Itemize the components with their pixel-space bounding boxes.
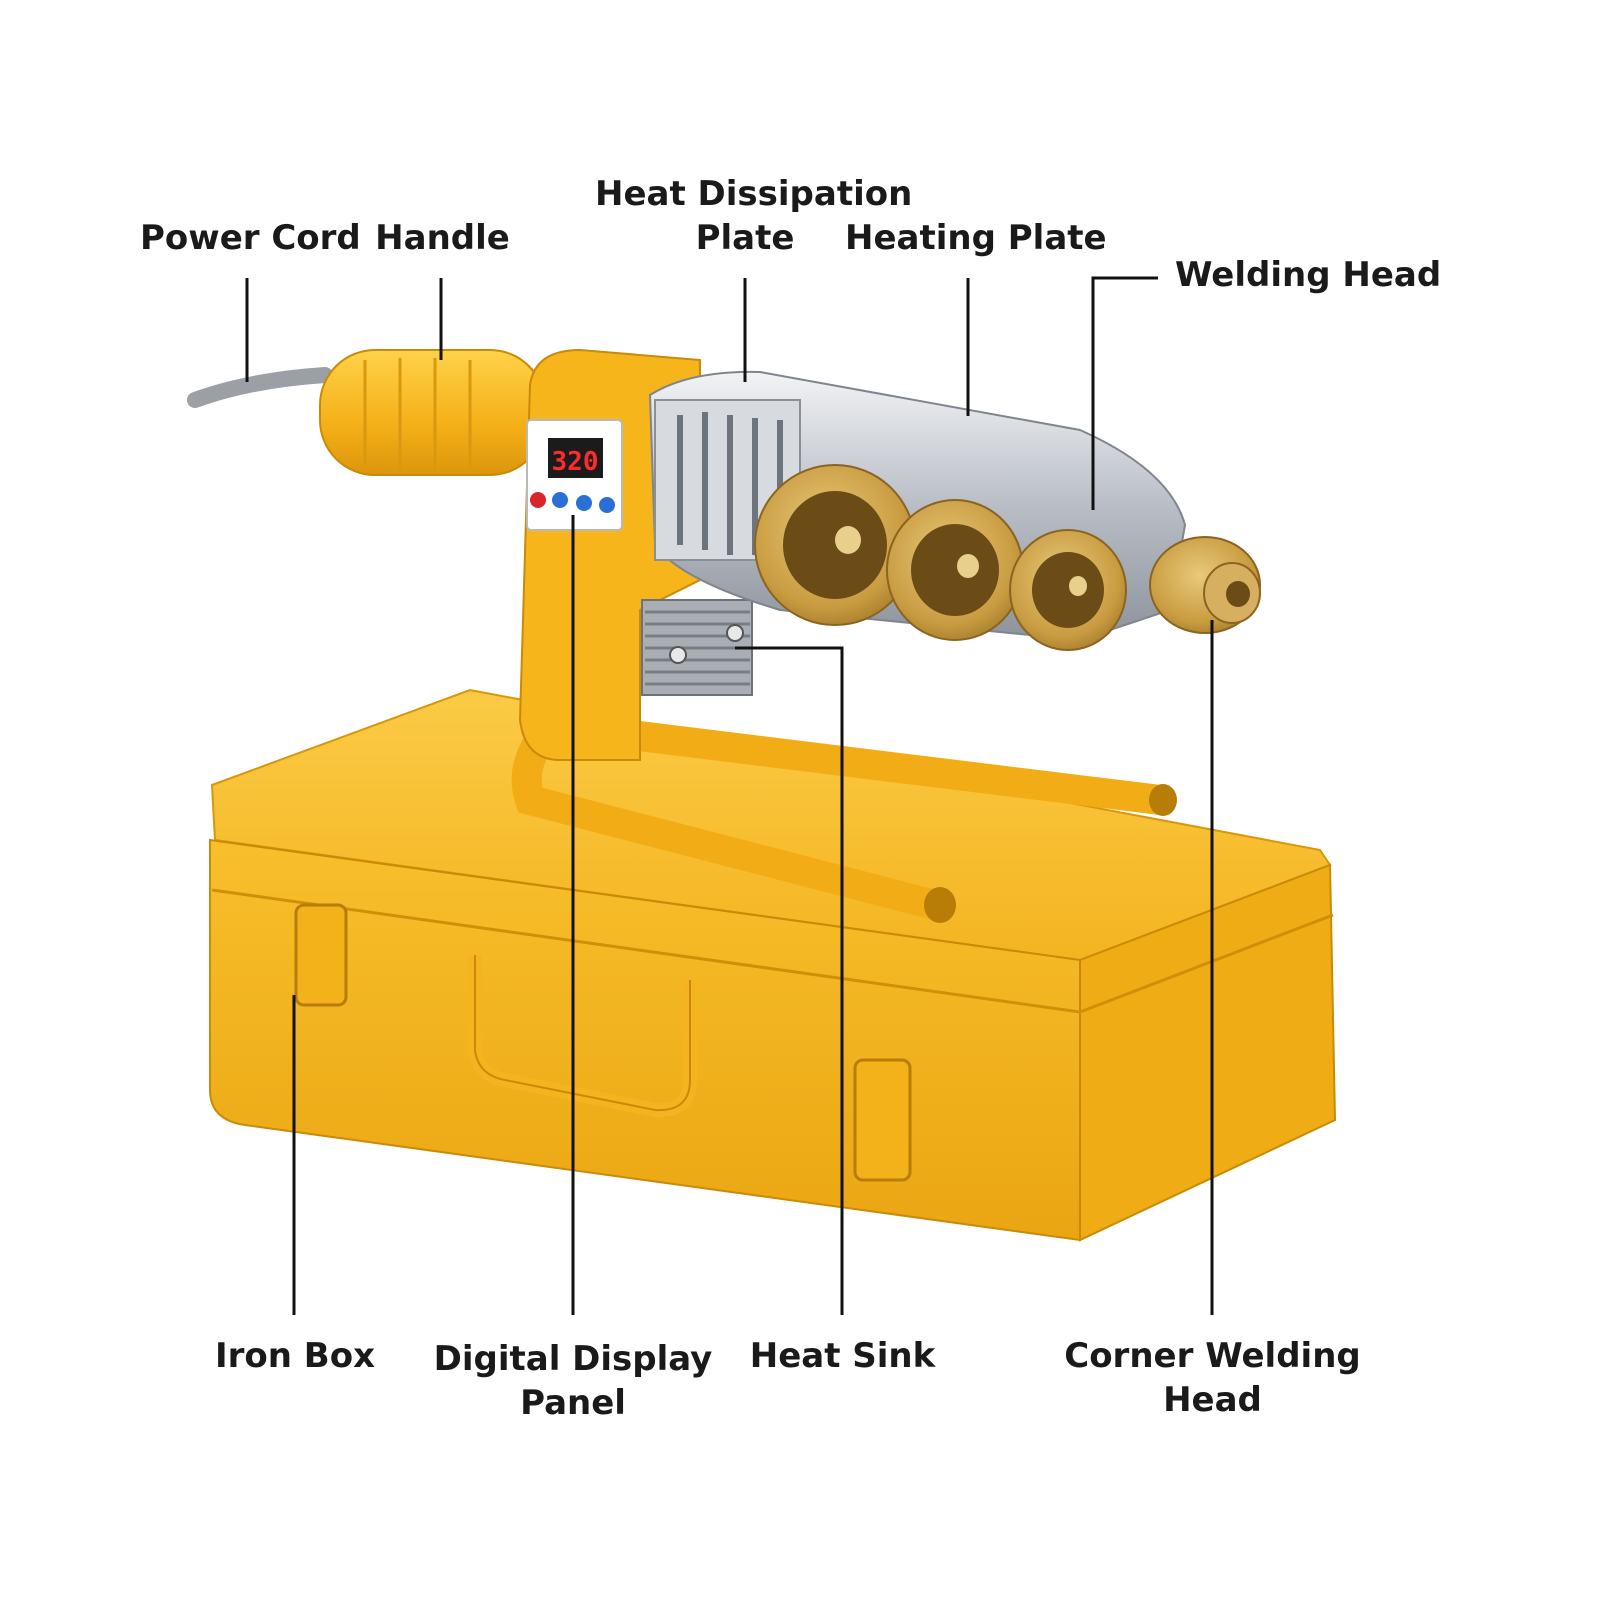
label-heat-dissipation-plate-line1: Heat Dissipation bbox=[595, 174, 913, 214]
label-corner-welding-head-line2: Head bbox=[1163, 1380, 1262, 1420]
label-iron-box: Iron Box bbox=[214, 1336, 376, 1376]
right-latch bbox=[853, 1058, 912, 1182]
power-button bbox=[530, 492, 546, 508]
welding-heads bbox=[754, 464, 1261, 651]
label-corner-welding-head-line1: Corner Welding bbox=[1064, 1336, 1361, 1376]
label-heat-sink: Heat Sink bbox=[749, 1336, 936, 1376]
welding-head-small bbox=[1009, 529, 1127, 651]
set-button bbox=[552, 492, 568, 508]
label-heat-dissipation-plate-line2: Plate bbox=[695, 218, 795, 258]
label-heat-dissipation-plate: Heat Dissipation Plate bbox=[595, 172, 913, 260]
label-corner-welding-head: Corner Welding Head bbox=[1060, 1334, 1365, 1422]
welding-head-medium bbox=[886, 499, 1024, 641]
leader-lines bbox=[245, 276, 1214, 1315]
display-reading: 320 bbox=[552, 447, 599, 477]
label-welding-head: Welding Head bbox=[1175, 255, 1442, 295]
label-power-cord: Power Cord bbox=[140, 218, 361, 258]
label-heating-plate: Heating Plate bbox=[845, 218, 1107, 258]
label-digital-display-panel: Digital Display Panel bbox=[428, 1337, 718, 1425]
control-body: 320 bbox=[518, 348, 753, 761]
heat-sink bbox=[641, 599, 753, 696]
up-button bbox=[576, 495, 592, 511]
power-cord bbox=[187, 367, 333, 408]
left-latch bbox=[294, 903, 348, 1007]
display-screen bbox=[548, 438, 603, 478]
down-button bbox=[599, 497, 615, 513]
welding-head-large bbox=[754, 464, 916, 626]
iron-box bbox=[209, 688, 1337, 1242]
label-digital-display-panel-line1: Digital Display bbox=[433, 1339, 713, 1379]
label-digital-display-panel-line2: Panel bbox=[520, 1383, 626, 1423]
label-handle: Handle bbox=[375, 218, 510, 258]
handle bbox=[319, 349, 546, 476]
corner-welding-head bbox=[1149, 536, 1261, 634]
